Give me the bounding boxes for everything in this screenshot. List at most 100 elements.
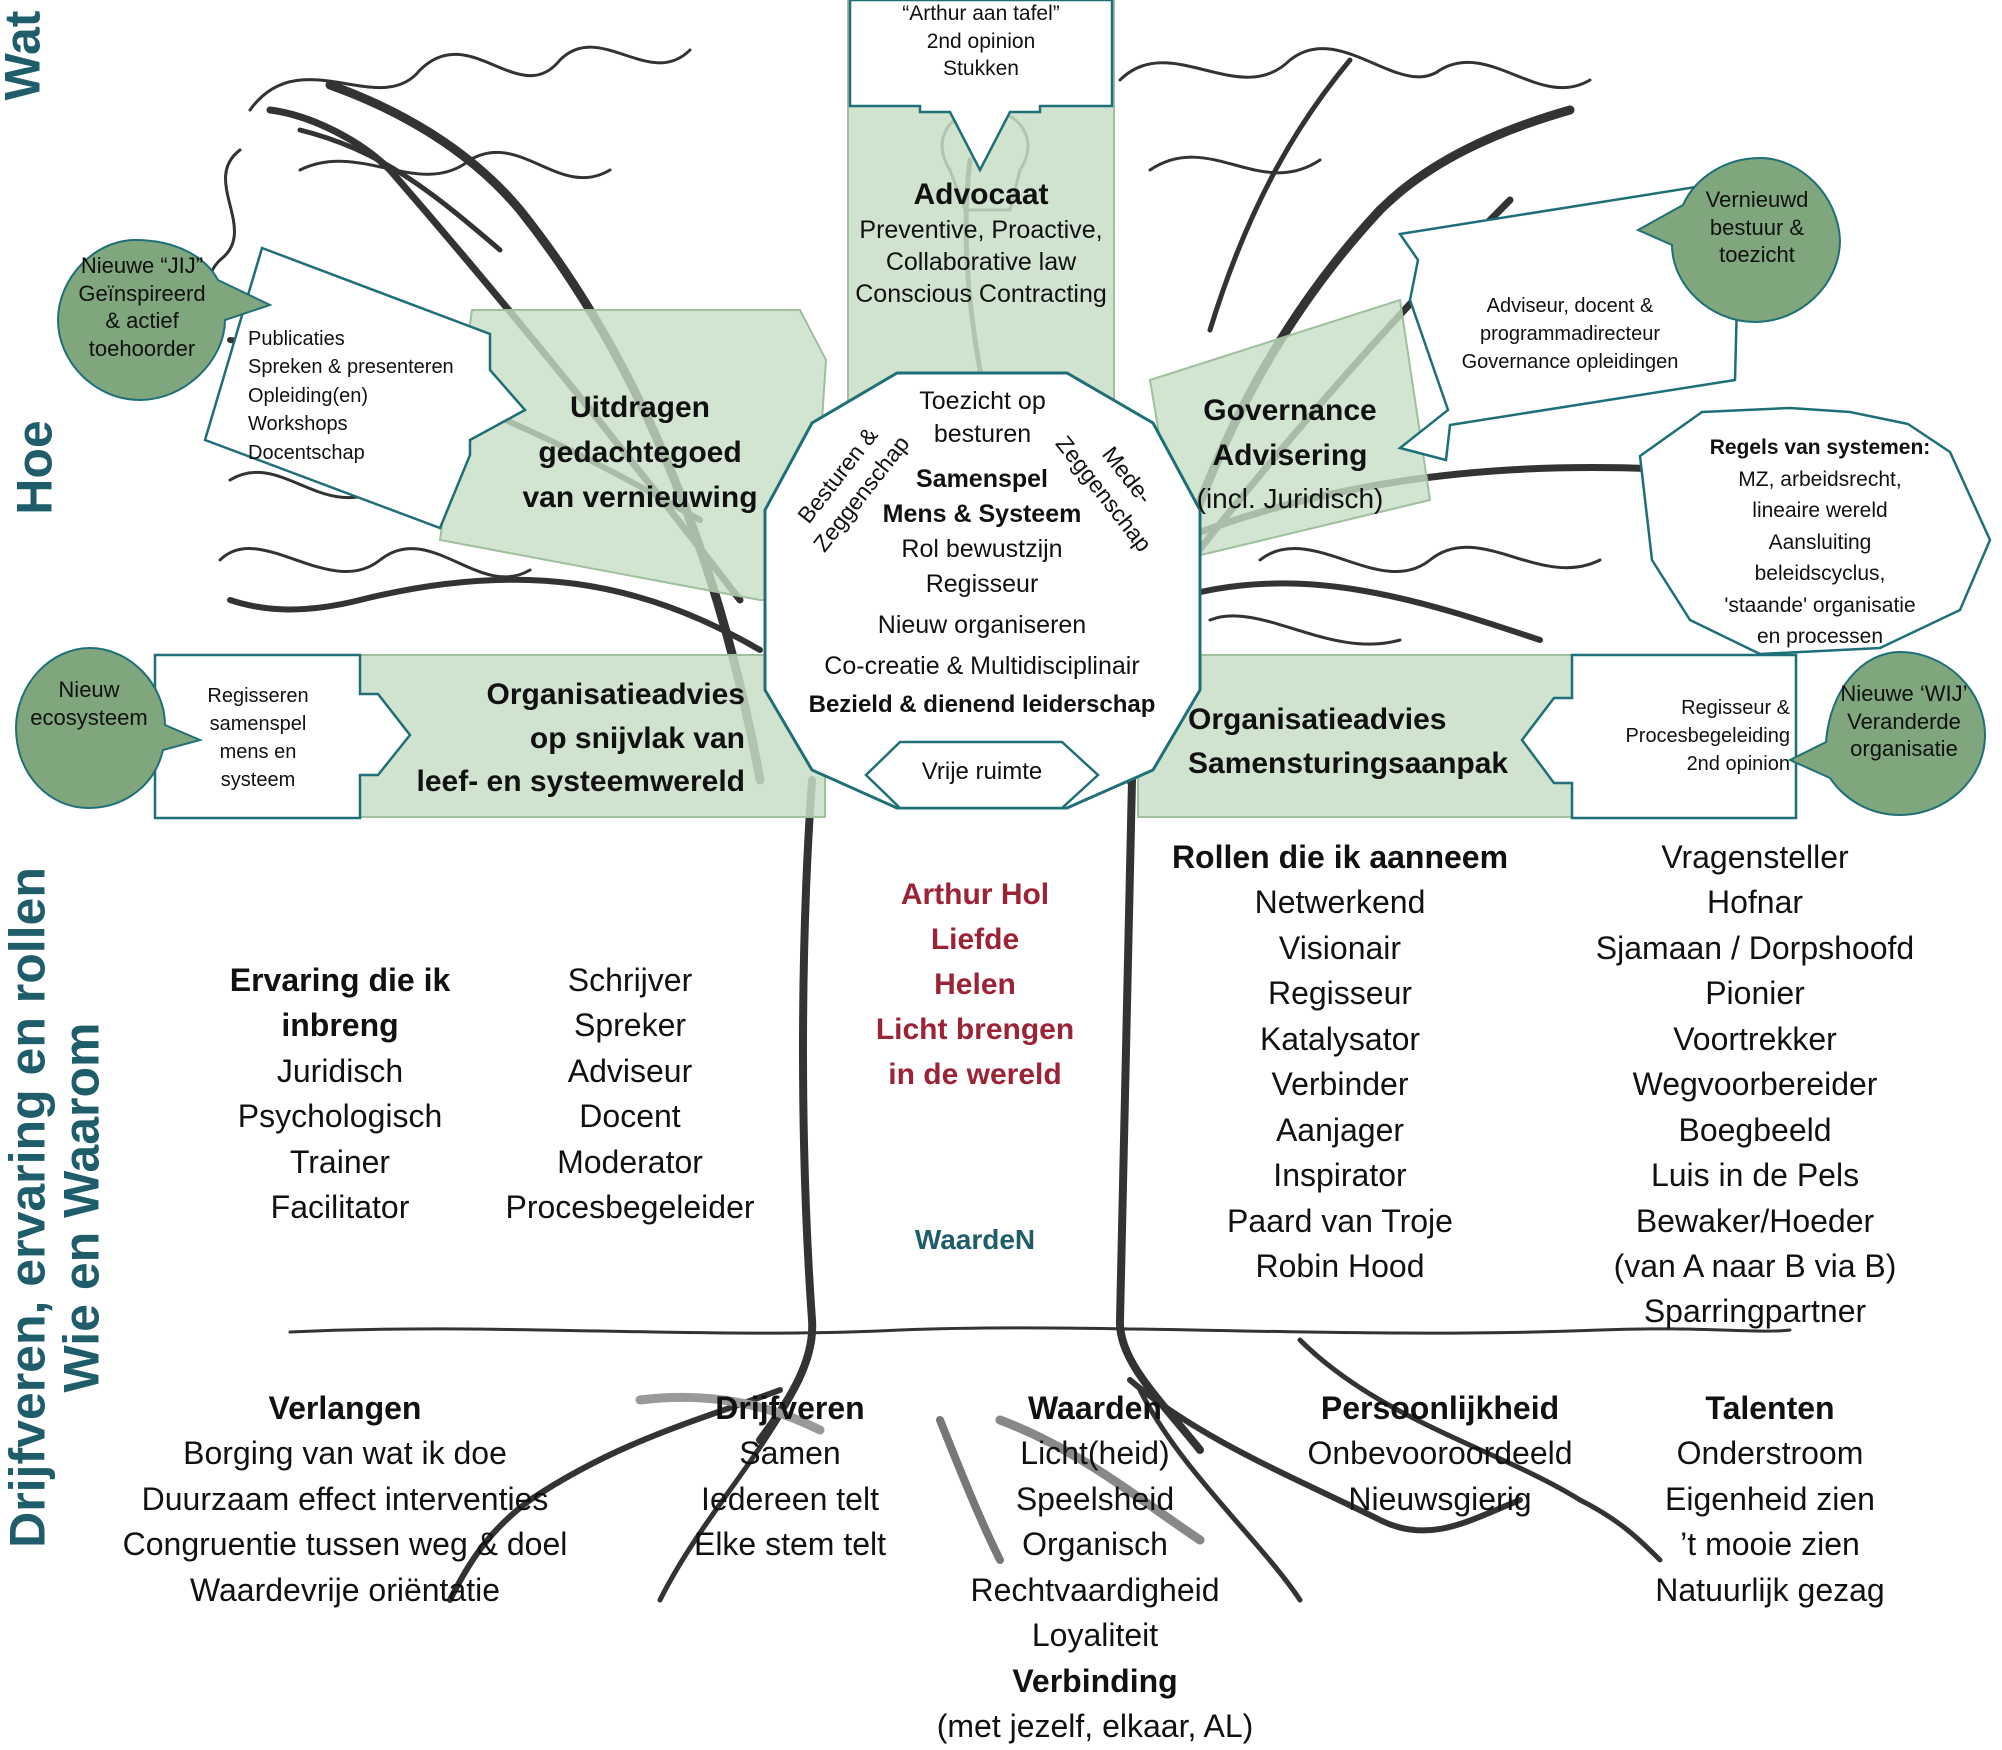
drijfveren-title: Drijfveren	[715, 1390, 865, 1426]
advocaat-text: Advocaat Preventive, Proactive, Collabor…	[848, 176, 1114, 310]
callout-line: Procesbegeleiding	[1625, 725, 1790, 747]
org-right-line: Samensturingsaanpak	[1188, 746, 1509, 780]
org-left-line: leef- en systeemwereld	[416, 765, 746, 798]
advocaat-title: Advocaat	[913, 178, 1049, 211]
talenten-item: Eigenheid zien	[1665, 1480, 1875, 1517]
center-toezicht: Toezicht op besturen	[880, 385, 1085, 450]
ervaring-item: Psychologisch	[237, 1098, 443, 1135]
regels-box	[1638, 406, 1992, 656]
side-label-wat: Wat	[0, 10, 51, 101]
uitdragen-line: Uitdragen	[569, 391, 710, 424]
trunk-line: Arthur Hol	[900, 878, 1050, 911]
callout-line: Workshops	[248, 413, 348, 436]
uitdragen-text: Uitdragen gedachtegoed van vernieuwing	[490, 385, 790, 520]
drijfveren-item: Samen	[739, 1435, 841, 1472]
rollen-item: Netwerkend	[1254, 884, 1426, 921]
verlangen-item: Congruentie tussen weg & doel	[122, 1526, 568, 1563]
rollen-title: Rollen die ik aanneem	[1171, 839, 1509, 875]
ervaring-item: Adviseur	[567, 1052, 693, 1089]
center-line: Nieuw organiseren	[877, 611, 1087, 639]
trunk-text: Arthur Hol Liefde Helen Licht brengen in…	[830, 872, 1120, 1097]
drijfveren-item: Iedereen telt	[701, 1480, 879, 1517]
callout-line: samenspel	[209, 713, 307, 735]
center-line: besturen	[933, 419, 1032, 448]
rollen-item: Luis in de Pels	[1650, 1157, 1860, 1194]
callout-line: Docentschap	[248, 441, 365, 464]
verlangen-item: Borging van wat ik doe	[183, 1435, 507, 1472]
vrije-ruimte-box	[864, 740, 1100, 810]
teardrop-jij-shape	[56, 238, 273, 402]
trunk-waarden: WaardeN	[914, 1224, 1036, 1255]
callout-line: mens en	[219, 741, 297, 763]
center-line: Bezield & dienend leiderschap	[808, 691, 1156, 718]
uitdragen-line: gedachtegoed	[538, 436, 742, 469]
ervaring-item: Trainer	[289, 1143, 391, 1180]
center-line: Rol bewustzijn	[901, 535, 1063, 563]
rollen-item: Hofnar	[1706, 884, 1804, 921]
org-left-line: op snijvlak van	[529, 721, 745, 755]
callout-line: Adviseur, docent &	[1486, 295, 1654, 317]
ervaring-item: Schrijver	[567, 962, 693, 998]
regels-title: Regels van systemen:	[1709, 436, 1931, 459]
trunk-line: in de wereld	[888, 1058, 1062, 1091]
talenten-item: ’t mooie zien	[1680, 1526, 1860, 1563]
center-line: Regisseur	[925, 570, 1039, 598]
rollen-item: Sjamaan / Dorpshoofd	[1595, 929, 1915, 966]
rollen-item: Boegbeeld	[1678, 1111, 1832, 1148]
top-callout-line: 2nd opinion	[926, 29, 1036, 53]
rollen-item: Pionier	[1705, 975, 1805, 1012]
advocaat-line: Collaborative law	[885, 248, 1077, 277]
org-left-callout-text: Regisseren samenspel mens en systeem	[168, 682, 348, 794]
teardrop-jij-text: Nieuwe “JIJ” Geïnspireerd & actief toeho…	[62, 252, 222, 362]
regels-line: en processen	[1756, 625, 1884, 648]
org-right-line: Organisatieadvies	[1188, 703, 1447, 736]
teardrop-wij-text: Nieuwe ‘WIJ’ Veranderde organisatie	[1824, 680, 1984, 763]
verlangen-item: Waardevrije oriëntatie	[189, 1571, 501, 1608]
verlangen-column: Verlangen Borging van wat ik doe Duurzaa…	[90, 1386, 600, 1613]
uitdragen-callout-box	[203, 246, 527, 530]
side-label-wie-waarom: Wie en Waarom	[53, 1022, 110, 1393]
rollen-item: Wegvoorbereider	[1632, 1066, 1878, 1103]
governance-text: Governance Advisering (incl. Juridisch)	[1170, 388, 1410, 520]
drijfveren-column: Drijfveren Samen Iedereen telt Elke stem…	[660, 1386, 920, 1568]
waarden-item: Rechtvaardigheid	[970, 1571, 1220, 1608]
teardrop-line: Nieuw	[58, 677, 120, 702]
waarden-verbinding-sub: (met jezelf, elkaar, AL)	[936, 1708, 1254, 1745]
ervaring-item: Spreker	[573, 1007, 687, 1044]
teardrop-line: toehoorder	[88, 335, 196, 361]
ground-line	[288, 1326, 1792, 1335]
trunk-line: Licht brengen	[875, 1013, 1075, 1046]
side-label-hoe: Hoe	[6, 420, 63, 515]
callout-line: Regisseur &	[1681, 697, 1790, 719]
waarden-item: Organisch	[1022, 1526, 1168, 1563]
teardrop-line: ecosysteem	[30, 704, 148, 730]
governance-line: (incl. Juridisch)	[1196, 483, 1384, 514]
advocaat-line: Conscious Contracting	[855, 280, 1107, 309]
talenten-item: Onderstroom	[1676, 1435, 1864, 1472]
rollen-item: (van A naar B via B)	[1613, 1247, 1897, 1284]
teardrop-line: Nieuwe ‘WIJ’	[1840, 681, 1968, 706]
trunk-line: Liefde	[930, 923, 1020, 956]
org-right-callout-box	[1520, 653, 1798, 820]
regels-line: 'staande' organisatie	[1724, 593, 1916, 617]
regels-text: Regels van systemen: MZ, arbeidsrecht, l…	[1680, 432, 1960, 653]
org-right-panel	[1137, 654, 1579, 818]
waarden-column: Waarden Licht(heid) Speelsheid Organisch…	[920, 1386, 1270, 1750]
callout-line: systeem	[220, 769, 296, 791]
teardrop-line: toezicht	[1719, 242, 1795, 267]
callout-line: Regisseren	[207, 685, 309, 707]
callout-line: Spreken & presenteren	[248, 356, 454, 379]
rollen-item: Katalysator	[1259, 1020, 1421, 1057]
verlangen-title: Verlangen	[268, 1390, 422, 1426]
ervaring-column: Ervaring die ik inbreng Juridisch Psycho…	[210, 958, 470, 1231]
teardrop-line: Veranderde	[1847, 708, 1961, 734]
advocaat-line: Preventive, Proactive,	[859, 216, 1103, 245]
governance-line: Governance	[1203, 394, 1377, 427]
rollen-column: Rollen die ik aanneem Netwerkend Visiona…	[1140, 835, 1540, 1289]
persoonlijkheid-item: Nieuwsgierig	[1348, 1480, 1532, 1517]
rollen-item: Regisseur	[1267, 975, 1413, 1012]
talenten-column: Talenten Onderstroom Eigenheid zien ’t m…	[1620, 1386, 1920, 1613]
rollen-item: Visionair	[1278, 929, 1402, 966]
side-label-drijfveren: Drijfveren, ervaring en rollen	[0, 867, 56, 1548]
